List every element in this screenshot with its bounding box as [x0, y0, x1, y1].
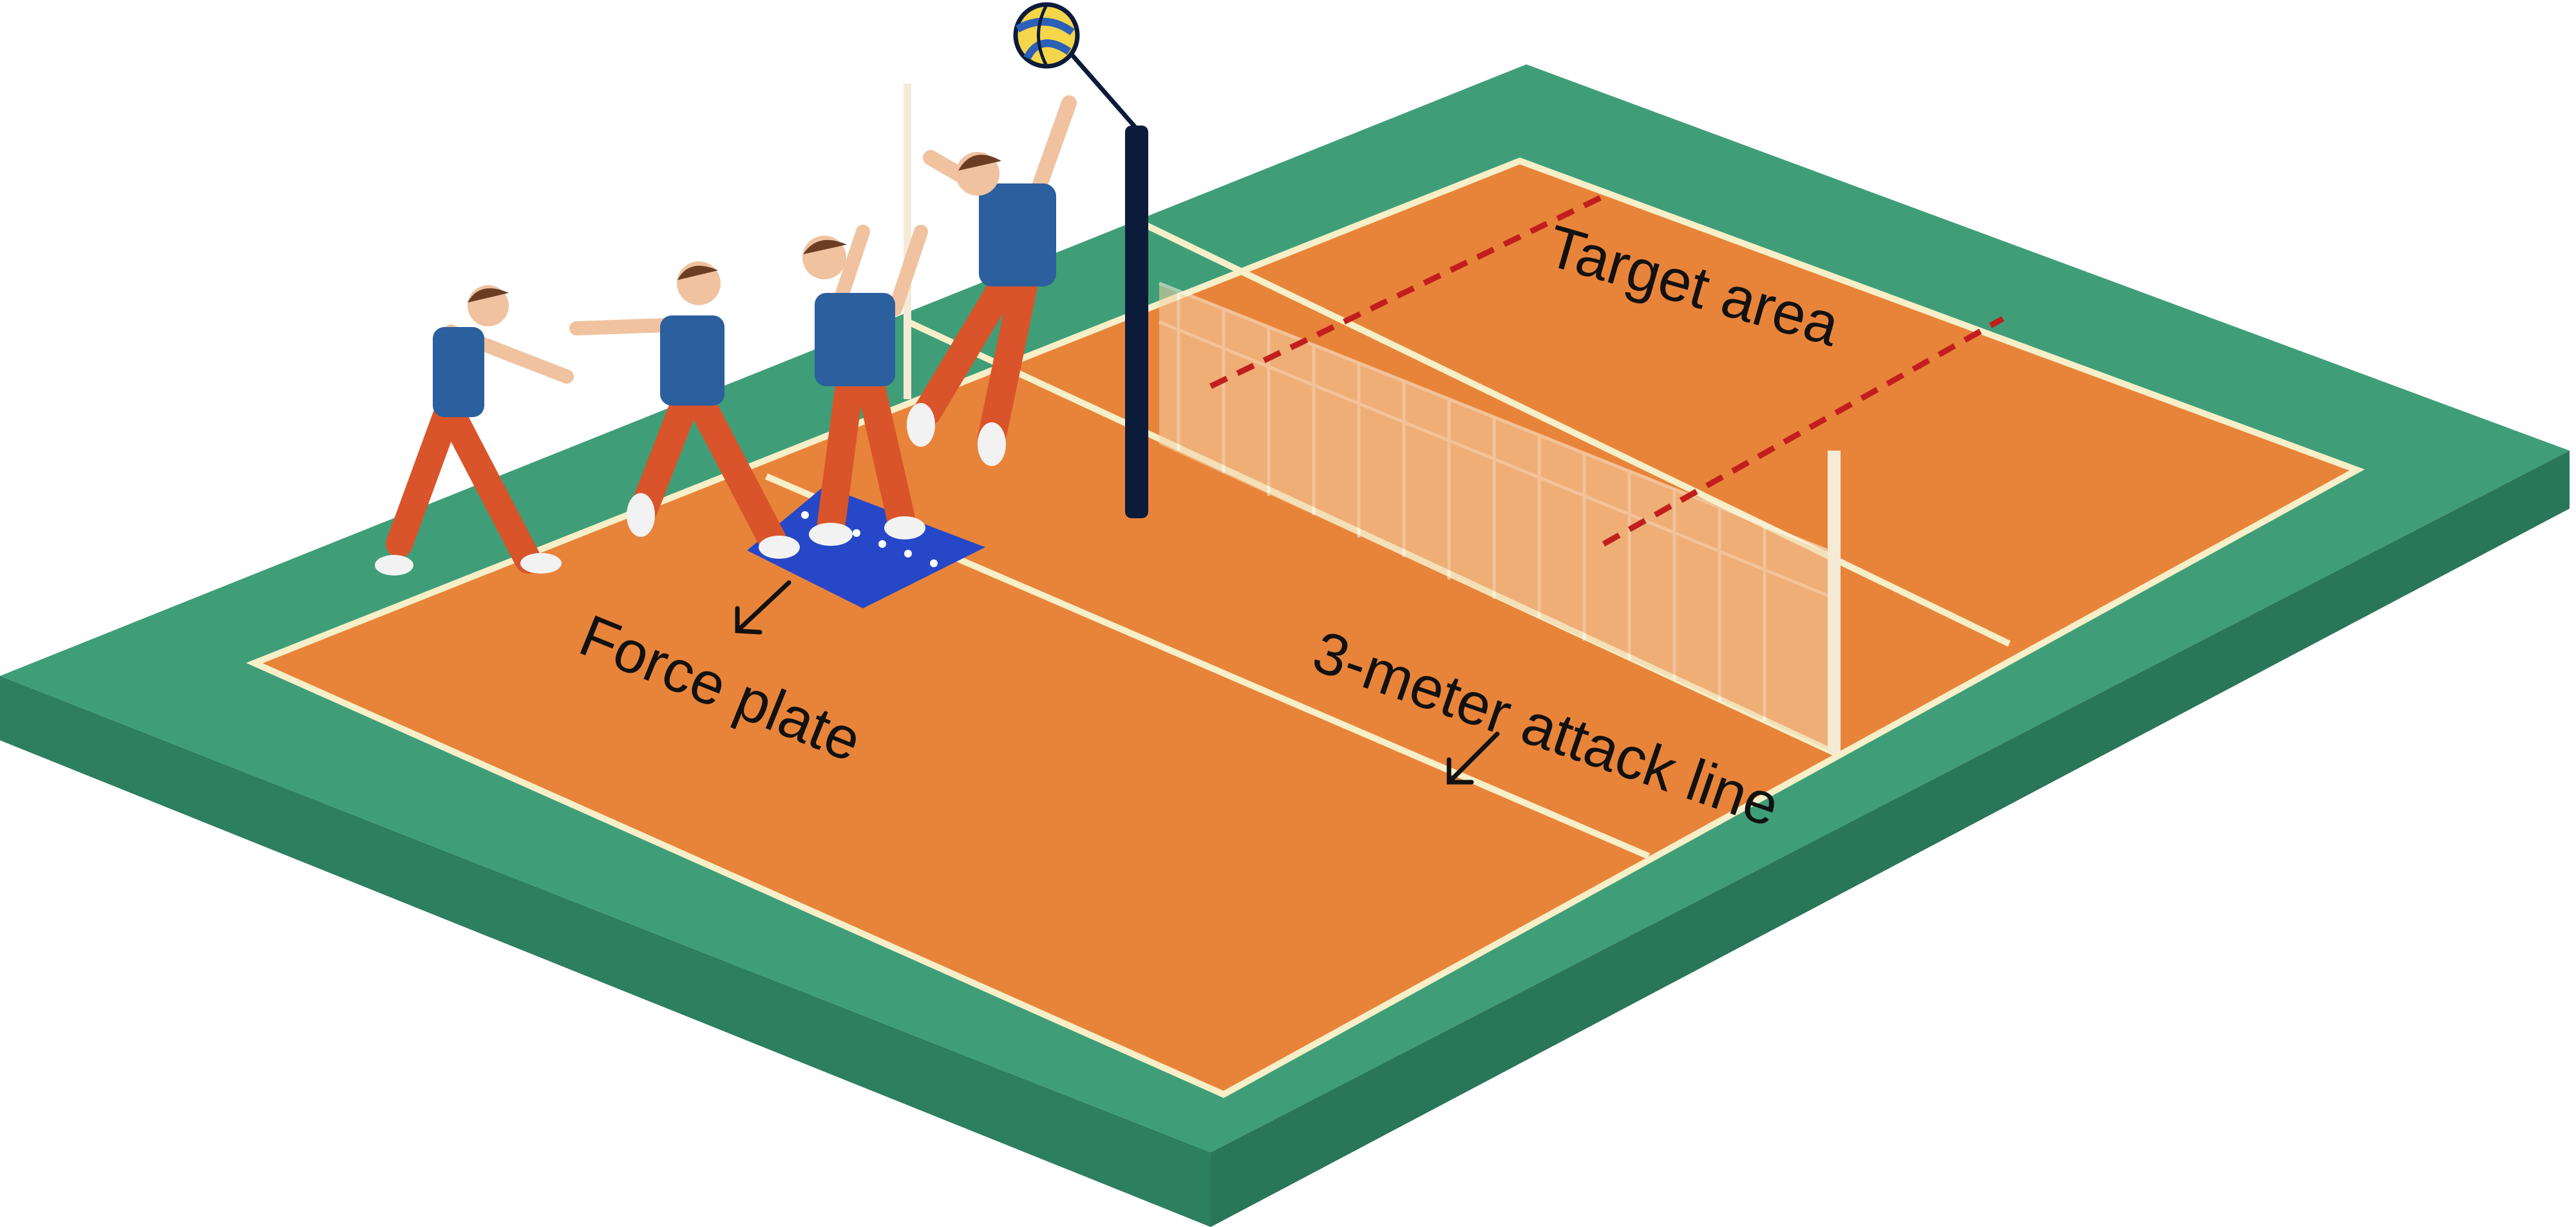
player-figure-icon — [569, 261, 800, 559]
target-area-line-1 — [1209, 190, 1611, 389]
player-figure-icon — [907, 95, 1077, 466]
net-post-near — [1828, 451, 1841, 753]
attack-line-far — [1144, 222, 2011, 647]
ball-pole — [1125, 126, 1148, 518]
surround-side-front — [0, 676, 1211, 1227]
net-post-far — [904, 84, 911, 399]
ball-string — [1067, 50, 1139, 131]
surround-side-right — [1211, 451, 2570, 1227]
arrow-icon — [735, 580, 791, 635]
player-figure-icon — [802, 225, 928, 546]
player-figure-icon — [375, 285, 574, 576]
arrow-icon — [1446, 731, 1500, 785]
net — [1159, 281, 1836, 753]
volleyball-icon — [1013, 2, 1080, 69]
court-surface — [246, 157, 2365, 1098]
target-area-line-2 — [1602, 316, 2005, 547]
